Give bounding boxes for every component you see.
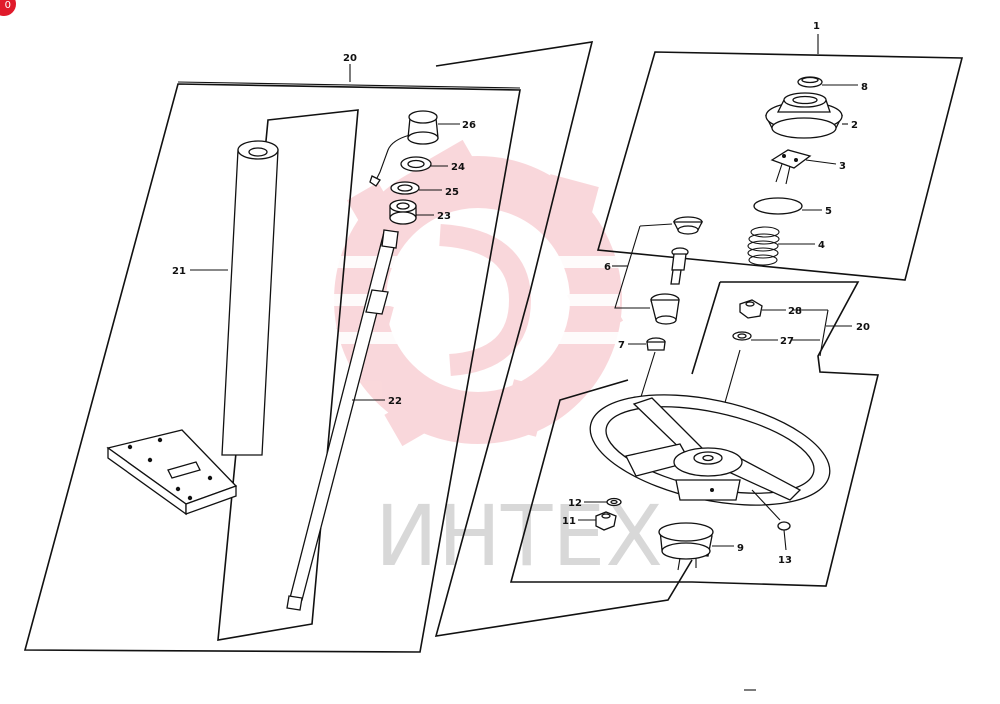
group-left-callout: 20 <box>177 53 521 89</box>
part-9-cover: 9 <box>658 522 744 571</box>
label-group-small: 20 <box>856 322 870 333</box>
label-21: 21 <box>172 266 186 277</box>
label-9: 9 <box>737 543 744 554</box>
label-2: 2 <box>851 120 858 131</box>
frame-left-inner <box>217 109 359 641</box>
corner-badge-text: 0 <box>4 0 11 11</box>
part-5-ring: 5 <box>753 197 832 217</box>
part-11-nut: 11 <box>562 511 617 531</box>
part-25-snap-ring: 25 <box>390 181 459 198</box>
part-23-bearing: 23 <box>389 199 451 225</box>
part-28-nut: 28 <box>739 299 802 319</box>
label-26: 26 <box>462 120 476 131</box>
label-6: 6 <box>604 262 611 273</box>
corner-badge: 0 <box>0 0 16 16</box>
label-3: 3 <box>839 161 846 172</box>
right-lower-frame: 20 <box>509 281 880 587</box>
part-24-washer: 24 <box>400 156 465 173</box>
part-13-screw: 13 <box>751 489 792 566</box>
part-12-washer: 12 <box>568 497 622 509</box>
label-5: 5 <box>825 206 832 217</box>
part-3-contact-plate: 3 <box>770 149 846 185</box>
part-22-steering-shaft: 22 <box>286 229 402 611</box>
label-23: 23 <box>437 211 451 222</box>
label-25: 25 <box>445 187 459 198</box>
part-4-spring: 4 <box>747 226 825 266</box>
label-8: 8 <box>861 82 868 93</box>
steering-wheel <box>589 394 831 506</box>
label-11: 11 <box>562 516 576 527</box>
part-6-group: 6 <box>604 216 704 325</box>
part-7-nut: 7 <box>618 337 666 401</box>
label-13: 13 <box>778 555 792 566</box>
label-24: 24 <box>451 162 465 173</box>
part-21-column-tube: 21 <box>106 140 279 516</box>
label-12: 12 <box>568 498 582 509</box>
part-2-horn-cover: 2 <box>764 92 858 139</box>
label-27: 27 <box>780 336 794 347</box>
label-group-right: 1 <box>813 21 820 32</box>
frame-left-outer <box>23 83 521 653</box>
right-upper-frame: 1 <box>596 21 964 281</box>
label-group-left: 20 <box>343 53 357 64</box>
label-4: 4 <box>818 240 825 251</box>
frame-middle <box>434 41 693 637</box>
label-28: 28 <box>788 306 802 317</box>
left-frame <box>23 41 693 653</box>
part-26-upper-bushing: 26 <box>369 110 476 187</box>
watermark-gear <box>300 139 624 447</box>
label-22: 22 <box>388 396 402 407</box>
part-8-cap: 8 <box>797 76 868 93</box>
label-7: 7 <box>618 340 625 351</box>
